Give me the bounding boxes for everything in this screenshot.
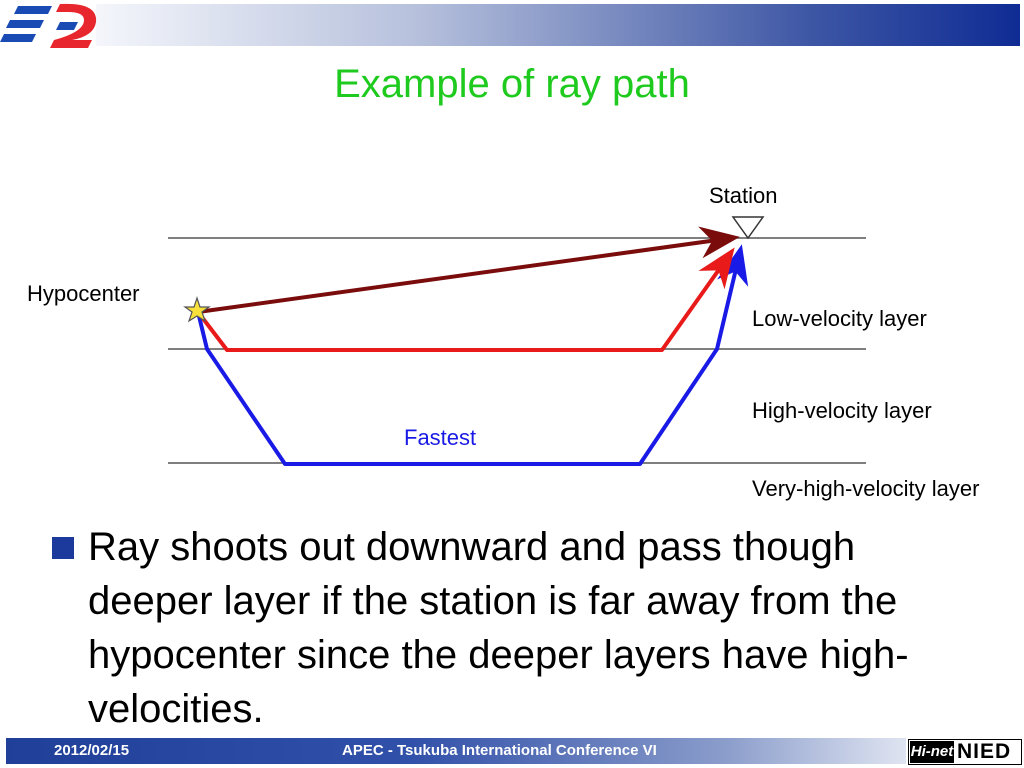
bullet-point: Ray shoots out downward and pass though … [48, 520, 988, 736]
direct-ray-path [197, 226, 740, 314]
slide-title: Example of ray path [334, 62, 690, 106]
hinet-logo-text: Hi-net [910, 741, 954, 763]
station-icon [731, 216, 765, 240]
nied-logo-text: NIED [957, 740, 1012, 763]
organization-logo-icon [0, 3, 97, 49]
hinet-nied-logo: Hi-net NIED [908, 739, 1022, 765]
layer-label-very-high-velocity: Very-high-velocity layer [752, 476, 979, 501]
refracted-ray-path [196, 247, 735, 352]
layer-label-high-velocity: High-velocity layer [752, 398, 932, 423]
footer-conference-name: APEC - Tsukuba International Conference … [342, 742, 657, 759]
hypocenter-star-icon [183, 296, 211, 323]
fastest-ray-path [196, 244, 749, 466]
station-label: Station [709, 183, 778, 208]
layer-label-low-velocity: Low-velocity layer [752, 306, 927, 331]
footer-bar: 2012/02/15 APEC - Tsukuba International … [6, 738, 906, 764]
bullet-text: Ray shoots out downward and pass though … [88, 525, 909, 731]
fastest-label: Fastest [404, 425, 476, 450]
hypocenter-label: Hypocenter [27, 281, 140, 306]
bullet-square-icon [52, 537, 74, 559]
footer-date: 2012/02/15 [54, 742, 130, 759]
header-bar [96, 4, 1020, 46]
